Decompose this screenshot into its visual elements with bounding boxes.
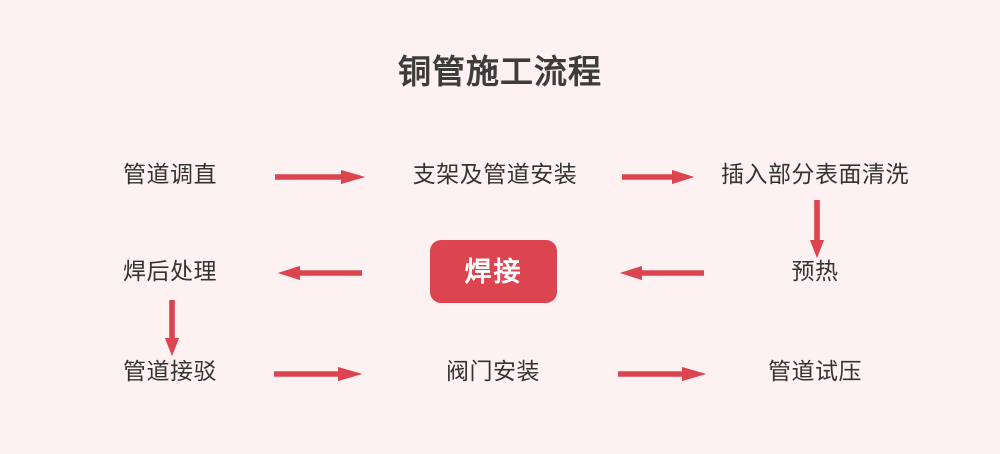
arrow-left-n5-n6 [278,262,362,284]
flow-node-valve-install[interactable]: 阀门安装 [446,358,540,384]
flow-node-pipe-pressure-test[interactable]: 管道试压 [768,358,862,384]
flow-node-post-weld-treatment[interactable]: 焊后处理 [123,258,217,284]
flow-node-bracket-pipe-install[interactable]: 支架及管道安装 [412,161,578,187]
arrow-down-n6-n7 [161,300,183,356]
page-title: 铜管施工流程 [398,53,602,90]
arrow-left-n4-n5 [620,262,704,284]
arrow-right-n8-n9 [618,363,706,385]
flow-node-pipe-straightening[interactable]: 管道调直 [123,161,217,187]
flow-node-preheat[interactable]: 预热 [791,258,839,284]
flow-node-insert-surface-clean[interactable]: 插入部分表面清洗 [721,161,909,187]
arrow-right-n2-n3 [622,166,694,188]
flow-node-welding-highlight[interactable]: 焊接 [430,240,557,303]
flow-node-pipe-connection[interactable]: 管道接驳 [123,358,217,384]
arrow-down-n3-n4 [806,200,828,258]
arrow-right-n1-n2 [275,166,365,188]
arrow-right-n7-n8 [274,363,362,385]
